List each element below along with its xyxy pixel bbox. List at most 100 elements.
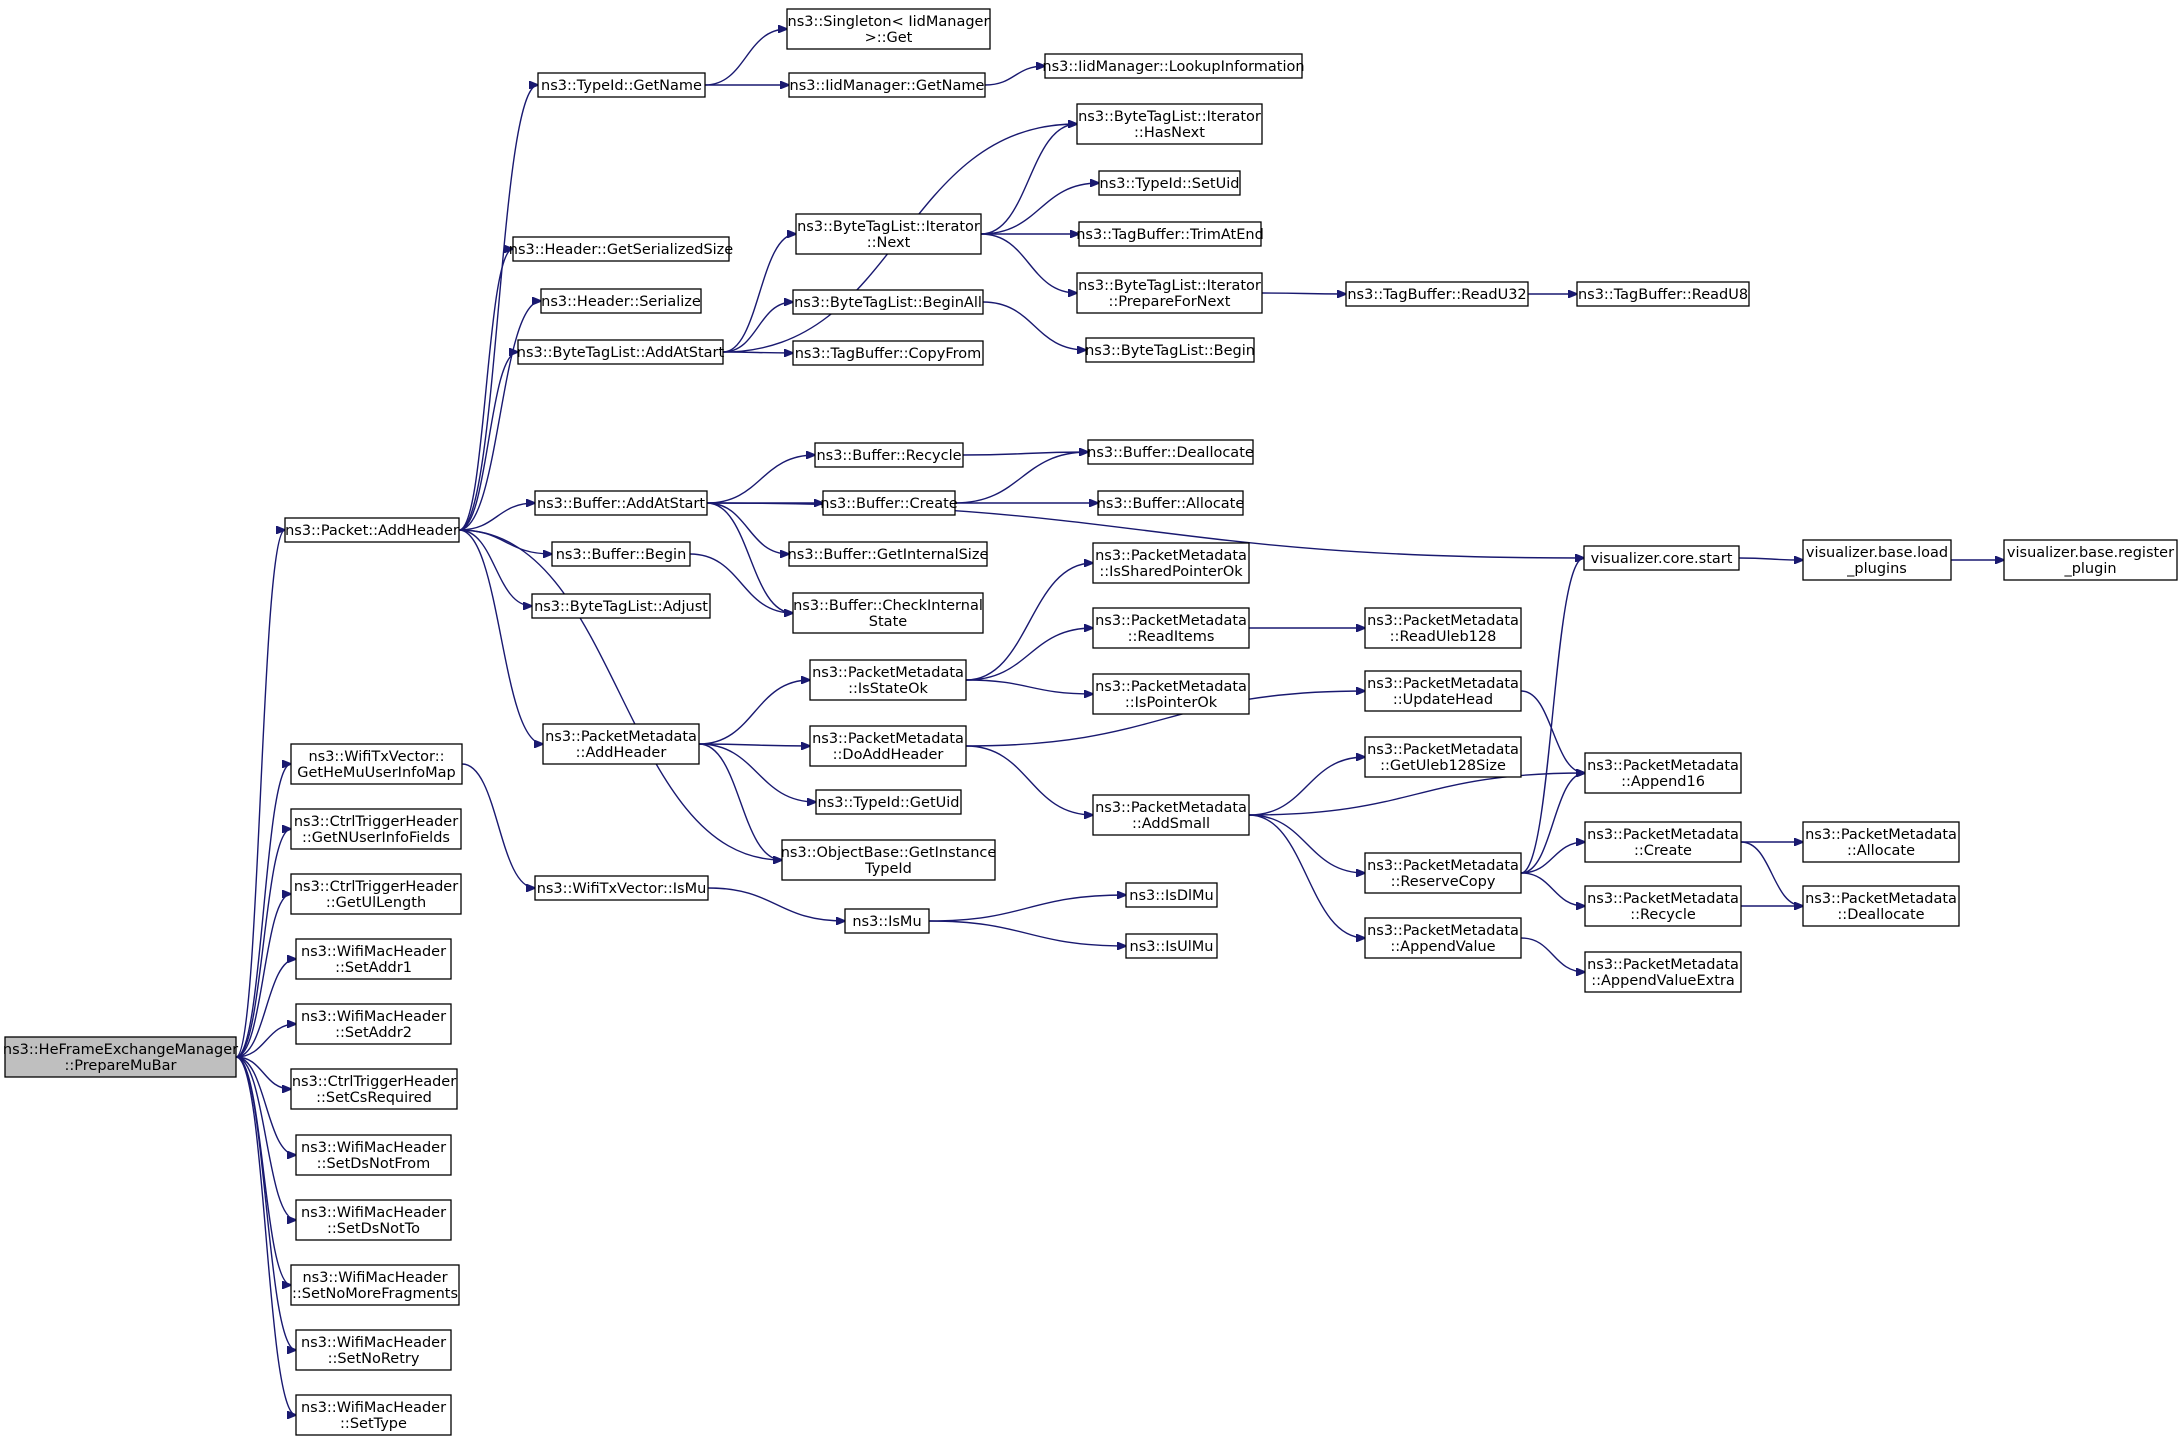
node-box xyxy=(1092,673,1250,715)
node-setdsnotto[interactable]: ns3::WifiMacHeader::SetDsNotTo xyxy=(295,1199,452,1241)
node-getullen[interactable]: ns3::CtrlTriggerHeader::GetUlLength xyxy=(290,873,462,915)
node-box xyxy=(1802,885,1960,927)
node-pm_getuleb[interactable]: ns3::PacketMetadata::GetUleb128Size xyxy=(1364,736,1522,778)
node-label-line: ::AppendValue xyxy=(1390,939,1495,955)
edge-line xyxy=(458,529,532,606)
node-pm_issharedptr[interactable]: ns3::PacketMetadata::IsSharedPointerOk xyxy=(1092,542,1250,584)
node-label-line: ::Append16 xyxy=(1621,774,1705,790)
node-buf_addatstart[interactable]: ns3::Buffer::AddAtStart xyxy=(534,490,708,516)
node-typeid_setuid[interactable]: ns3::TypeId::SetUid xyxy=(1098,170,1241,196)
node-setdsnotfrom[interactable]: ns3::WifiMacHeader::SetDsNotFrom xyxy=(295,1134,452,1176)
node-btli_hasnext[interactable]: ns3::ByteTagList::Iterator::HasNext xyxy=(1076,103,1263,145)
node-label-line: ns3::PacketMetadata xyxy=(1587,827,1739,843)
node-pm_allocate[interactable]: ns3::PacketMetadata::Allocate xyxy=(1802,821,1960,863)
node-pm_readuleb[interactable]: ns3::PacketMetadata::ReadUleb128 xyxy=(1364,607,1522,649)
node-buf_getinternal[interactable]: ns3::Buffer::GetInternalSize xyxy=(788,541,989,567)
edge-line xyxy=(235,1056,296,1415)
node-label-line: ns3::TagBuffer::TrimAtEnd xyxy=(1076,227,1264,243)
edge-line xyxy=(458,529,552,554)
node-iid_lookup[interactable]: ns3::IidManager::LookupInformation xyxy=(1042,53,1305,79)
node-btli_next[interactable]: ns3::ByteTagList::Iterator::Next xyxy=(795,213,982,255)
node-box xyxy=(295,1394,452,1436)
node-box xyxy=(1802,539,1952,581)
node-isdlmu[interactable]: ns3::IsDlMu xyxy=(1125,882,1218,908)
node-buf_recycle[interactable]: ns3::Buffer::Recycle xyxy=(814,442,964,468)
node-buf_dealloc[interactable]: ns3::Buffer::Deallocate xyxy=(1087,439,1254,465)
node-isulmu[interactable]: ns3::IsUlMu xyxy=(1125,933,1218,959)
node-setaddr1[interactable]: ns3::WifiMacHeader::SetAddr1 xyxy=(295,938,452,980)
node-pm_recycle[interactable]: ns3::PacketMetadata::Recycle xyxy=(1584,885,1742,927)
node-label-line: ::UpdateHead xyxy=(1393,692,1493,708)
node-pm_deallocate[interactable]: ns3::PacketMetadata::Deallocate xyxy=(1802,885,1960,927)
node-setcsreq[interactable]: ns3::CtrlTriggerHeader::SetCsRequired xyxy=(290,1068,458,1110)
edge-buf_begin-to-buf_checkinternal xyxy=(689,553,793,613)
node-buf_create[interactable]: ns3::Buffer::Create xyxy=(820,490,958,516)
node-tb_trimatend[interactable]: ns3::TagBuffer::TrimAtEnd xyxy=(1076,221,1264,247)
node-label-line: visualizer.core.start xyxy=(1591,551,1733,567)
edge-line xyxy=(698,743,782,860)
node-pm_appendextra[interactable]: ns3::PacketMetadata::AppendValueExtra xyxy=(1584,951,1742,993)
node-label-line: ::IsPointerOk xyxy=(1125,695,1218,711)
node-pm_addheader[interactable]: ns3::PacketMetadata::AddHeader xyxy=(542,723,700,765)
node-buf_begin[interactable]: ns3::Buffer::Begin xyxy=(551,541,691,567)
edge-line xyxy=(1248,814,1365,873)
node-btli_prepare[interactable]: ns3::ByteTagList::Iterator::PrepareForNe… xyxy=(1076,272,1263,314)
node-vis_register[interactable]: visualizer.base.register_plugin xyxy=(2003,539,2178,581)
node-setnoretry[interactable]: ns3::WifiMacHeader::SetNoRetry xyxy=(295,1329,452,1371)
node-pm_readitems[interactable]: ns3::PacketMetadata::ReadItems xyxy=(1092,607,1250,649)
node-tb_readu32[interactable]: ns3::TagBuffer::ReadU32 xyxy=(1345,281,1529,307)
node-btl_beginall[interactable]: ns3::ByteTagList::BeginAll xyxy=(792,289,984,315)
node-setnomore[interactable]: ns3::WifiMacHeader::SetNoMoreFragments xyxy=(290,1264,460,1306)
node-iid_getname[interactable]: ns3::IidManager::GetName xyxy=(788,72,986,98)
node-label-line: ::PrepareForNext xyxy=(1109,294,1231,310)
node-pm_addsmall[interactable]: ns3::PacketMetadata::AddSmall xyxy=(1092,794,1250,836)
node-btl_adjust[interactable]: ns3::ByteTagList::Adjust xyxy=(531,593,711,619)
node-btl_addatstart[interactable]: ns3::ByteTagList::AddAtStart xyxy=(517,339,725,365)
node-vis_start[interactable]: visualizer.core.start xyxy=(1583,545,1740,571)
edge-pm_create-to-pm_deallocate xyxy=(1740,841,1803,906)
node-pm_isptr[interactable]: ns3::PacketMetadata::IsPointerOk xyxy=(1092,673,1250,715)
node-typeid_getuid[interactable]: ns3::TypeId::GetUid xyxy=(815,789,962,815)
node-label-line: ::GetUlLength xyxy=(326,895,426,911)
node-tb_readu8[interactable]: ns3::TagBuffer::ReadU8 xyxy=(1576,281,1750,307)
node-label-line: ns3::TypeId::GetUid xyxy=(818,795,960,811)
edge-pm_addheader-to-pm_isstateok xyxy=(698,680,810,745)
node-label-line: ns3::PacketMetadata xyxy=(1367,858,1519,874)
node-pm_append16[interactable]: ns3::PacketMetadata::Append16 xyxy=(1584,752,1742,794)
node-label-line: ns3::PacketMetadata xyxy=(1587,758,1739,774)
node-pm_appendvalue[interactable]: ns3::PacketMetadata::AppendValue xyxy=(1364,917,1522,959)
node-pm_reservecopy[interactable]: ns3::PacketMetadata::ReserveCopy xyxy=(1364,852,1522,894)
node-box xyxy=(1076,272,1263,314)
node-header_ser[interactable]: ns3::Header::Serialize xyxy=(540,288,702,314)
node-getnuser[interactable]: ns3::CtrlTriggerHeader::GetNUserInfoFiel… xyxy=(290,808,462,850)
node-addheader[interactable]: ns3::Packet::AddHeader xyxy=(284,517,460,543)
edges-layer xyxy=(235,29,2004,1415)
node-label-line: ns3::PacketMetadata xyxy=(1587,891,1739,907)
edge-line xyxy=(928,920,1126,946)
node-label-line: ::IsStateOk xyxy=(848,681,928,697)
node-buf_alloc[interactable]: ns3::Buffer::Allocate xyxy=(1097,490,1245,516)
node-label-line: ns3::IidManager::LookupInformation xyxy=(1042,59,1304,75)
node-ismu[interactable]: ns3::IsMu xyxy=(844,908,930,934)
node-wtx_ismu[interactable]: ns3::WifiTxVector::IsMu xyxy=(534,875,709,901)
node-header_getser[interactable]: ns3::Header::GetSerializedSize xyxy=(509,236,734,262)
edge-vis_start-to-vis_load xyxy=(1738,558,1803,560)
node-label-line: ::SetAddr2 xyxy=(335,1025,412,1041)
node-tb_copyfrom[interactable]: ns3::TagBuffer::CopyFrom xyxy=(792,340,984,366)
node-typeid_getname[interactable]: ns3::TypeId::GetName xyxy=(537,72,706,98)
node-label-line: ::Next xyxy=(867,235,911,251)
node-singleton_get[interactable]: ns3::Singleton< IidManager>::Get xyxy=(786,8,991,50)
node-pm_isstateok[interactable]: ns3::PacketMetadata::IsStateOk xyxy=(809,659,967,701)
node-pm_updatehead[interactable]: ns3::PacketMetadata::UpdateHead xyxy=(1364,670,1522,712)
node-btl_begin[interactable]: ns3::ByteTagList::Begin xyxy=(1085,337,1255,363)
node-gethemu[interactable]: ns3::WifiTxVector::GetHeMuUserInfoMap xyxy=(290,743,463,785)
node-pm_create[interactable]: ns3::PacketMetadata::Create xyxy=(1584,821,1742,863)
node-setaddr2[interactable]: ns3::WifiMacHeader::SetAddr2 xyxy=(295,1003,452,1045)
node-pm_doaddheader[interactable]: ns3::PacketMetadata::DoAddHeader xyxy=(809,725,967,767)
node-box xyxy=(295,1329,452,1371)
node-settype[interactable]: ns3::WifiMacHeader::SetType xyxy=(295,1394,452,1436)
node-vis_load[interactable]: visualizer.base.load_plugins xyxy=(1802,539,1952,581)
